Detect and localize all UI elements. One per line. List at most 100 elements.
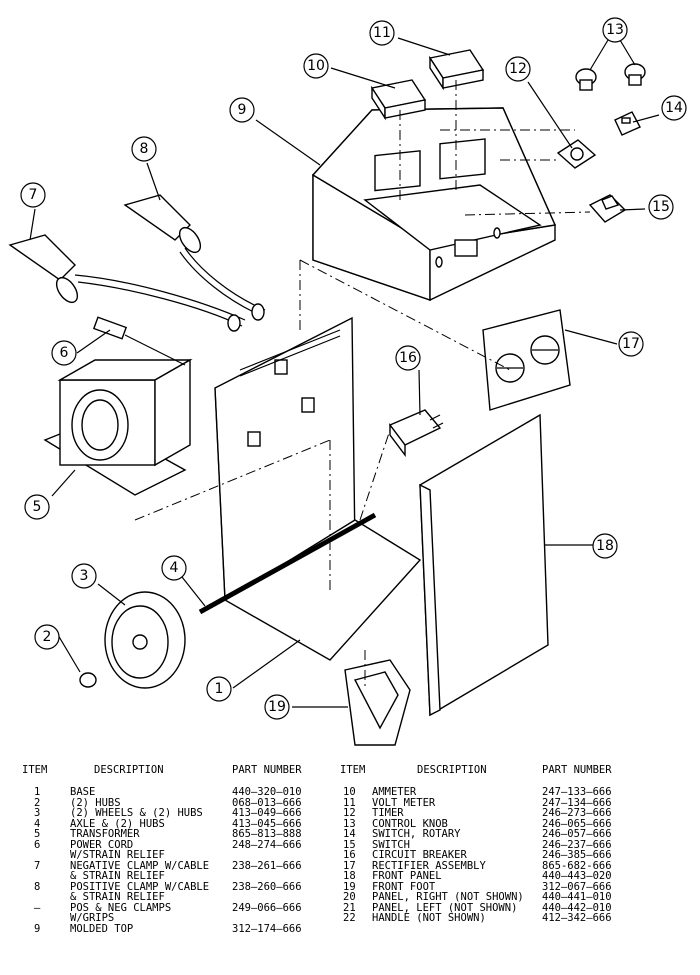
parts-item-number: 19 (343, 880, 356, 893)
parts-part-number: 247–133–666 (542, 786, 612, 798)
callout-18: 18 (592, 533, 618, 559)
callout-label: 9 (238, 102, 247, 118)
assembly-lines (134, 80, 591, 690)
callout-label: 12 (509, 61, 527, 77)
parts-description: POS & NEG CLAMPS (70, 901, 172, 914)
parts-part-number: 246–273–666 (542, 807, 612, 819)
parts-part-number: 440–320–010 (232, 786, 302, 798)
switch (588, 194, 627, 223)
negative-clamp (8, 234, 246, 327)
power-cord (92, 316, 186, 366)
callout-16: 16 (395, 345, 421, 371)
callout-15: 15 (648, 194, 674, 220)
parts-description: (2) WHEELS & (2) HUBS (70, 807, 203, 819)
leader-lines (29, 37, 660, 708)
parts-part-number: 865-682-666 (542, 859, 612, 872)
parts-part-number: 413–045–666 (232, 817, 302, 830)
molded-top (311, 107, 557, 302)
parts-part-number: 246–065–666 (542, 817, 612, 830)
parts-item-number: 18 (343, 870, 356, 882)
parts-part-number: 440–441–010 (542, 891, 612, 903)
callout-label: 2 (43, 629, 52, 645)
parts-description: PANEL, LEFT (NOT SHOWN) (372, 901, 518, 914)
parts-description: PANEL, RIGHT (NOT SHOWN) (372, 891, 524, 903)
callout-label: 6 (60, 345, 69, 361)
parts-description-continued: & STRAIN RELIEF (70, 870, 165, 882)
callout-label: 16 (399, 350, 417, 366)
callout-13: 13 (602, 17, 628, 43)
base (214, 316, 422, 661)
callout-5: 5 (24, 494, 50, 520)
callout-9: 9 (229, 97, 255, 123)
callout-label: 17 (622, 336, 640, 352)
header-part-number-left: PART NUMBER (232, 764, 302, 776)
callout-3: 3 (71, 563, 97, 589)
parts-description: HANDLE (NOT SHOWN) (372, 912, 486, 924)
ammeter (370, 79, 427, 121)
parts-part-number: 246–057–666 (542, 828, 612, 840)
parts-item-number: 9 (34, 922, 41, 935)
header-description-left: DESCRIPTION (94, 764, 164, 776)
parts-item-number: 16 (343, 849, 356, 861)
callout-12: 12 (505, 56, 531, 82)
parts-item-number: 15 (343, 838, 356, 851)
header-item-left: ITEM (22, 764, 48, 776)
callout-19: 19 (264, 694, 290, 720)
parts-description: AMMETER (372, 786, 417, 798)
circuit-breaker (388, 409, 444, 458)
parts-item-number: 7 (34, 859, 41, 872)
parts-item-number: 17 (343, 859, 356, 872)
parts-part-number: 312–067–666 (542, 880, 612, 893)
parts-description-continued: W/STRAIN RELIEF (70, 849, 165, 861)
callout-6: 6 (51, 340, 77, 366)
hub (79, 672, 97, 688)
positive-clamp (123, 194, 266, 332)
parts-item-number: 2 (34, 796, 41, 809)
front-foot (344, 659, 411, 746)
parts-item-number: 11 (343, 796, 356, 809)
callout-4: 4 (161, 555, 187, 581)
control-knobs (575, 63, 646, 91)
parts-description: RECTIFIER ASSEMBLY (372, 859, 486, 872)
volt-meter (428, 49, 485, 91)
parts-description: (2) HUBS (70, 796, 121, 809)
wheel (104, 591, 186, 689)
parts-part-number: 312–174–666 (232, 922, 302, 935)
callout-1: 1 (206, 676, 232, 702)
front-panel (419, 413, 549, 717)
parts-description: BASE (70, 786, 96, 798)
header-item-right: ITEM (340, 764, 366, 776)
callout-label: 11 (373, 25, 391, 41)
parts-description: VOLT METER (372, 796, 436, 809)
callout-label: 8 (140, 141, 149, 157)
parts-description: FRONT FOOT (372, 880, 436, 893)
callout-label: 7 (29, 187, 38, 203)
header-description-right: DESCRIPTION (417, 764, 487, 776)
callout-label: 19 (268, 699, 286, 715)
parts-description: POSITIVE CLAMP W/CABLE (70, 880, 210, 893)
parts-item-number: 5 (34, 828, 41, 840)
parts-description: SWITCH, ROTARY (372, 828, 461, 840)
parts-part-number: 246–385–666 (542, 849, 612, 861)
parts-part-number: 238–260–666 (232, 880, 302, 893)
parts-part-number: 412–342–666 (542, 912, 612, 924)
parts-description: CIRCUIT BREAKER (372, 849, 467, 861)
parts-item-number: 13 (343, 817, 356, 830)
callout-8: 8 (131, 136, 157, 162)
callout-label: 13 (606, 22, 624, 38)
callout-label: 4 (170, 560, 179, 576)
parts-part-number: 247–134–666 (542, 796, 612, 809)
parts-part-number: 246–237–666 (542, 838, 612, 851)
parts-item-number: 3 (34, 807, 41, 819)
callout-7: 7 (20, 182, 46, 208)
header-part-number-right: PART NUMBER (542, 764, 612, 776)
callout-label: 1 (215, 681, 224, 697)
callout-label: 5 (33, 499, 42, 515)
parts-description: AXLE & (2) HUBS (70, 817, 165, 830)
parts-item-number: 8 (34, 880, 41, 893)
parts-item-number: – (34, 901, 41, 914)
parts-description: TRANSFORMER (70, 828, 140, 840)
callout-label: 18 (596, 538, 614, 554)
parts-item-number: 21 (343, 901, 356, 914)
